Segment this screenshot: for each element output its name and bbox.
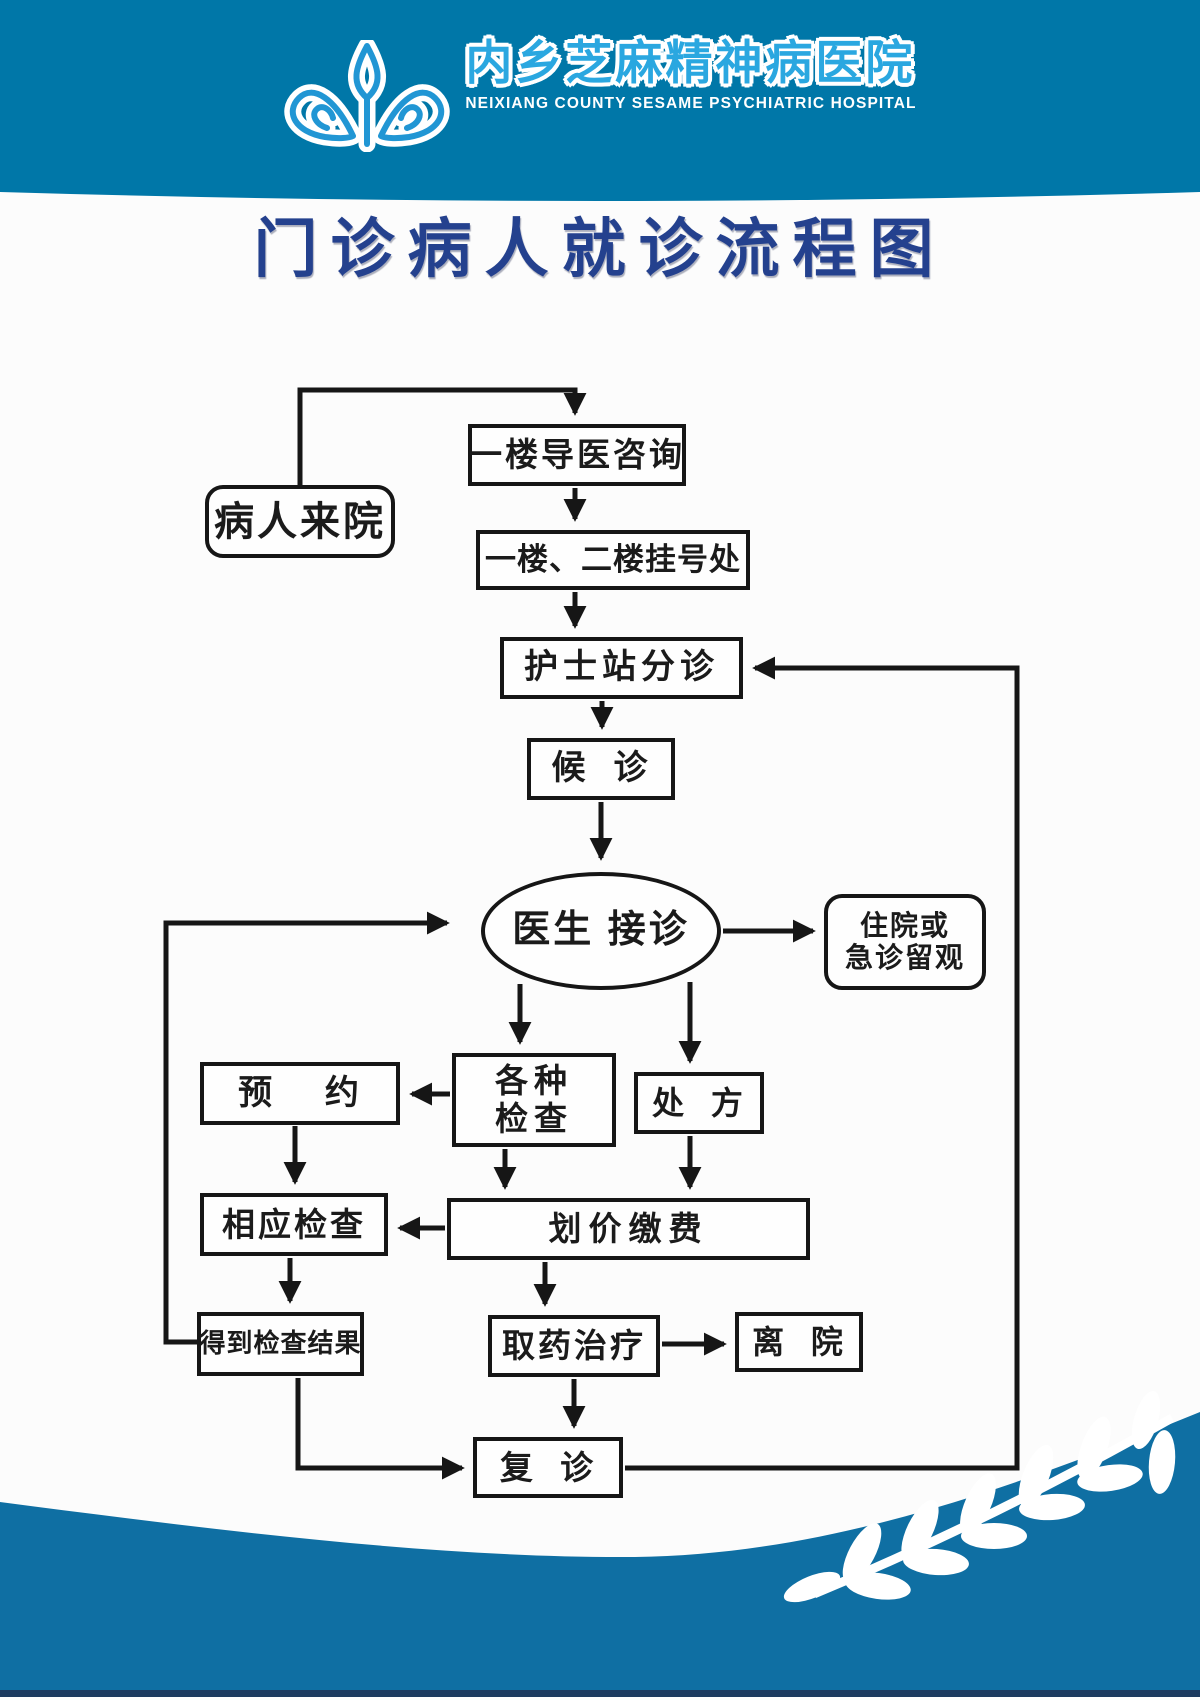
node-exam-results: 得到检查结果	[197, 1312, 364, 1376]
node-followup: 复 诊	[473, 1437, 623, 1498]
node-discharge: 离 院	[735, 1312, 863, 1372]
node-triage: 护士站分诊	[500, 637, 743, 699]
node-various-exams: 各种 检查	[452, 1053, 616, 1147]
node-appointment: 预 约	[200, 1062, 400, 1125]
page-title: 门诊病人就诊流程图	[253, 213, 947, 285]
laurel-branch-icon	[783, 1390, 1176, 1603]
node-various-exams-line2: 检查	[495, 1100, 573, 1137]
node-admission-line1: 住院或	[859, 909, 950, 941]
node-medicine-treatment: 取药治疗	[488, 1315, 660, 1377]
node-waiting: 候 诊	[527, 738, 675, 800]
hospital-name-block: 内乡芝麻精神病医院 NEIXIANG COUNTY SESAME PSYCHIA…	[465, 38, 916, 113]
node-patient-arrival: 病人来院	[205, 485, 395, 558]
hospital-name-en: NEIXIANG COUNTY SESAME PSYCHIATRIC HOSPI…	[465, 95, 917, 113]
node-guide-consult: 一楼导医咨询	[468, 424, 686, 486]
node-prescription: 处 方	[634, 1072, 764, 1134]
node-admission: 住院或 急诊留观	[824, 894, 986, 990]
header-bottom-curve	[0, 170, 1200, 201]
hearts-drop-logo-icon	[284, 40, 451, 152]
header-banner	[0, 0, 1200, 170]
hospital-logo: 内乡芝麻精神病医院 NEIXIANG COUNTY SESAME PSYCHIA…	[0, 38, 1200, 158]
node-admission-line2: 急诊留观	[844, 942, 965, 973]
node-pricing-payment: 划价缴费	[447, 1198, 810, 1260]
node-various-exams-line1: 各种	[495, 1062, 573, 1100]
hospital-name-cn: 内乡芝麻精神病医院	[465, 36, 916, 89]
footer-wave	[0, 1390, 1200, 1697]
node-doctor-reception: 医生 接诊	[481, 872, 721, 990]
node-registration: 一楼、二楼挂号处	[476, 530, 750, 590]
node-corresponding-exam: 相应检查	[200, 1193, 388, 1256]
